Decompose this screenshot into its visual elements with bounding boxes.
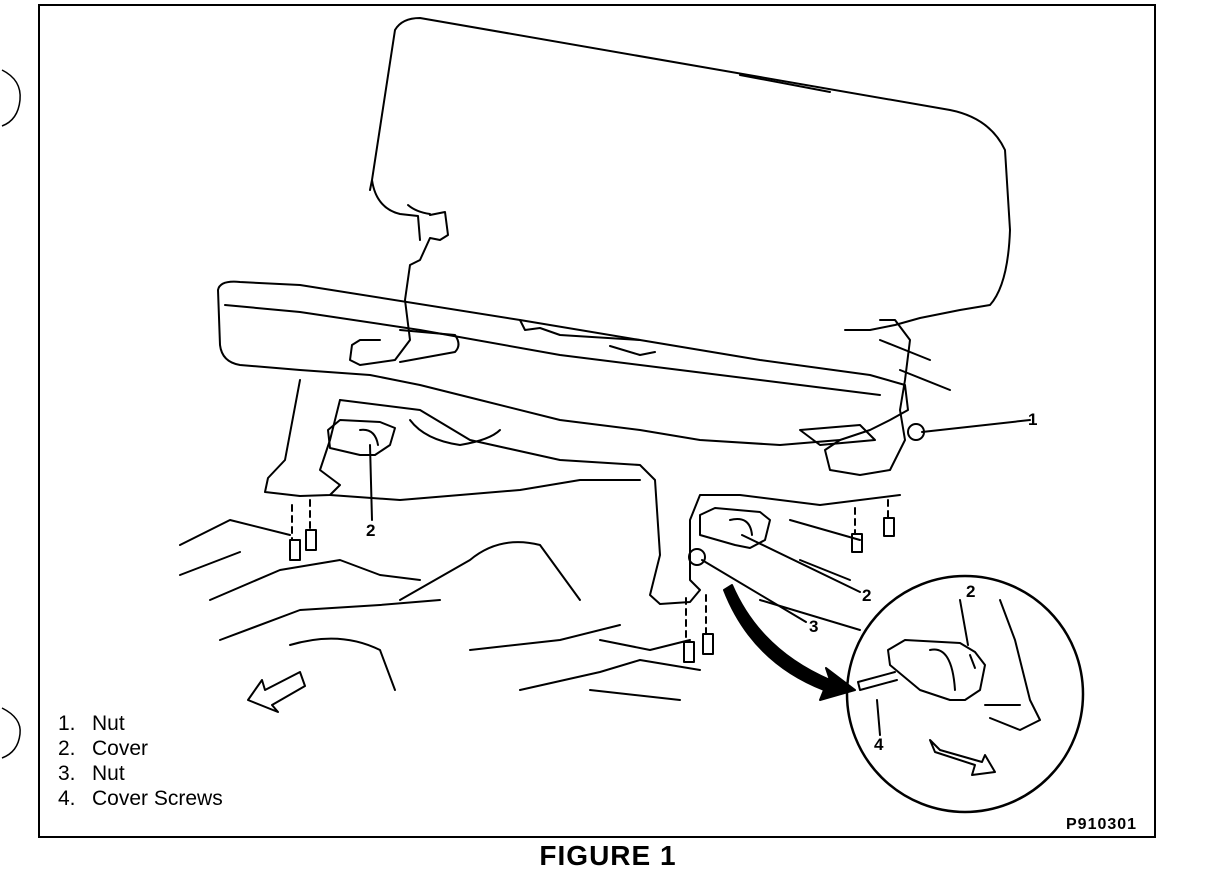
figure-id: P910301 xyxy=(1066,816,1138,833)
legend-number: 1. xyxy=(58,712,76,735)
forward-arrow xyxy=(247,671,306,713)
legend-number: 3. xyxy=(58,762,76,785)
nut-3 xyxy=(688,548,706,566)
detail-arrow xyxy=(723,584,856,701)
callout-1: 1 xyxy=(1028,410,1038,429)
legend-label: Cover Screws xyxy=(92,787,223,810)
callout-2-right: 2 xyxy=(862,586,872,605)
callout-4: 4 xyxy=(874,735,884,754)
callout-2-detail: 2 xyxy=(966,582,976,601)
detail-circle xyxy=(845,574,1085,814)
punch-hole-mark-top xyxy=(1,69,21,127)
detail-arrow-small xyxy=(929,739,996,776)
left-hinge xyxy=(349,211,449,366)
punch-hole-mark-bottom xyxy=(1,707,21,759)
seat-cushion xyxy=(217,280,909,446)
figure-frame xyxy=(38,4,1156,838)
callout-2-left: 2 xyxy=(366,521,376,540)
legend-number: 4. xyxy=(58,787,76,810)
figure-caption: FIGURE 1 xyxy=(539,840,677,871)
detail-cover xyxy=(887,639,986,701)
legend-item: 4. Cover Screws xyxy=(58,786,223,811)
seat-back xyxy=(369,17,1011,331)
left-cover xyxy=(327,419,396,456)
right-hinge xyxy=(824,319,911,476)
legend-label: Nut xyxy=(92,712,125,735)
legend-label: Nut xyxy=(92,762,125,785)
legend-item: 2. Cover xyxy=(58,736,223,761)
floor-lines xyxy=(179,339,951,701)
legend-item: 1. Nut xyxy=(58,711,223,736)
legend-label: Cover xyxy=(92,737,149,760)
seat-frame xyxy=(264,379,341,497)
studs xyxy=(289,517,895,663)
legend: 1. Nut 2. Cover 3. Nut 4. Cover Screws xyxy=(58,711,223,811)
legend-number: 2. xyxy=(58,737,76,760)
callout-3: 3 xyxy=(809,617,819,636)
legend-item: 3. Nut xyxy=(58,761,223,786)
cover-screw-4 xyxy=(857,671,898,691)
leader-lines xyxy=(369,419,1031,736)
right-cover xyxy=(699,507,771,549)
